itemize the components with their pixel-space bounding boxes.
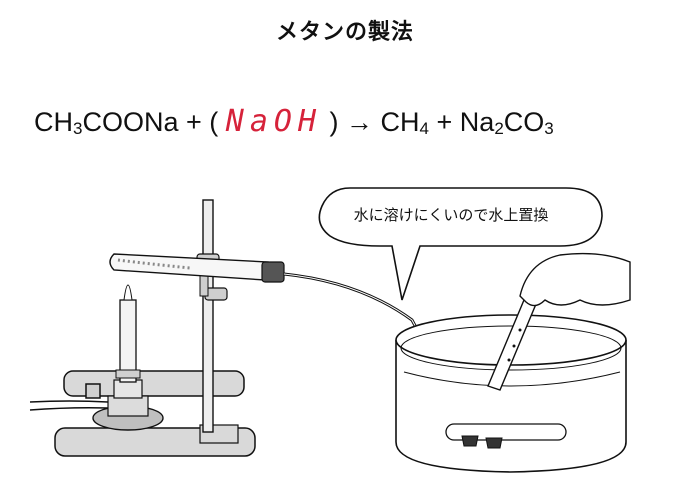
product-co: CO	[503, 107, 545, 137]
product-subscript-4: 4	[419, 119, 429, 138]
reactant-coona: COONa + (	[82, 107, 219, 137]
reactant-subscript-3: 3	[73, 119, 83, 138]
answer-naoh: NaOH	[225, 104, 323, 139]
chemical-equation: CH3COONa + ( NaOH ) → CH4 + Na2CO3	[34, 104, 554, 139]
reactant-ch: CH	[34, 107, 73, 137]
plus-na: + Na	[436, 107, 495, 137]
hand	[519, 252, 631, 307]
heated-test-tube	[109, 253, 285, 283]
stand-base-back	[63, 370, 245, 397]
bubble-text: 水に溶けにくいので水上置換	[353, 206, 549, 224]
gas-burner	[92, 284, 164, 431]
page-title: メタンの製法	[275, 20, 414, 45]
arrow-product-ch: ) → CH	[329, 107, 420, 137]
spare-tube	[445, 423, 567, 449]
speech-bubble	[318, 187, 603, 301]
product-subscript-2: 2	[494, 119, 504, 138]
product-subscript-3: 3	[544, 119, 554, 138]
stand-base-front	[54, 424, 256, 457]
stand-rod	[202, 199, 214, 433]
gas-hose	[29, 383, 109, 411]
